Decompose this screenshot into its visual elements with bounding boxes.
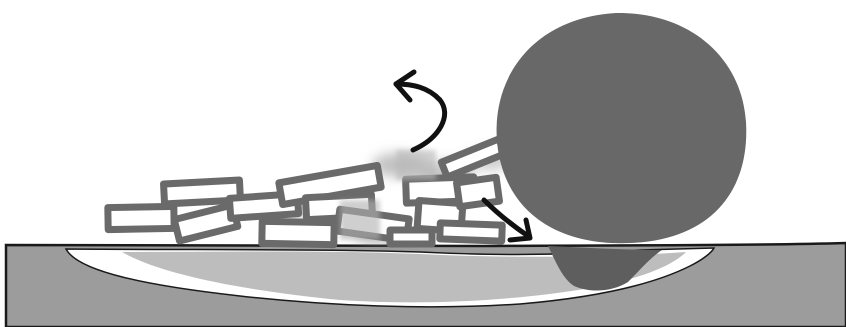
rubble-blocks <box>108 139 505 245</box>
rubble-block <box>440 223 503 241</box>
rubble-block <box>108 206 174 229</box>
rubble-block <box>457 177 500 206</box>
rubble-block <box>262 221 334 244</box>
curved-arrow-up-icon <box>396 72 445 150</box>
ball-icon <box>497 13 747 243</box>
